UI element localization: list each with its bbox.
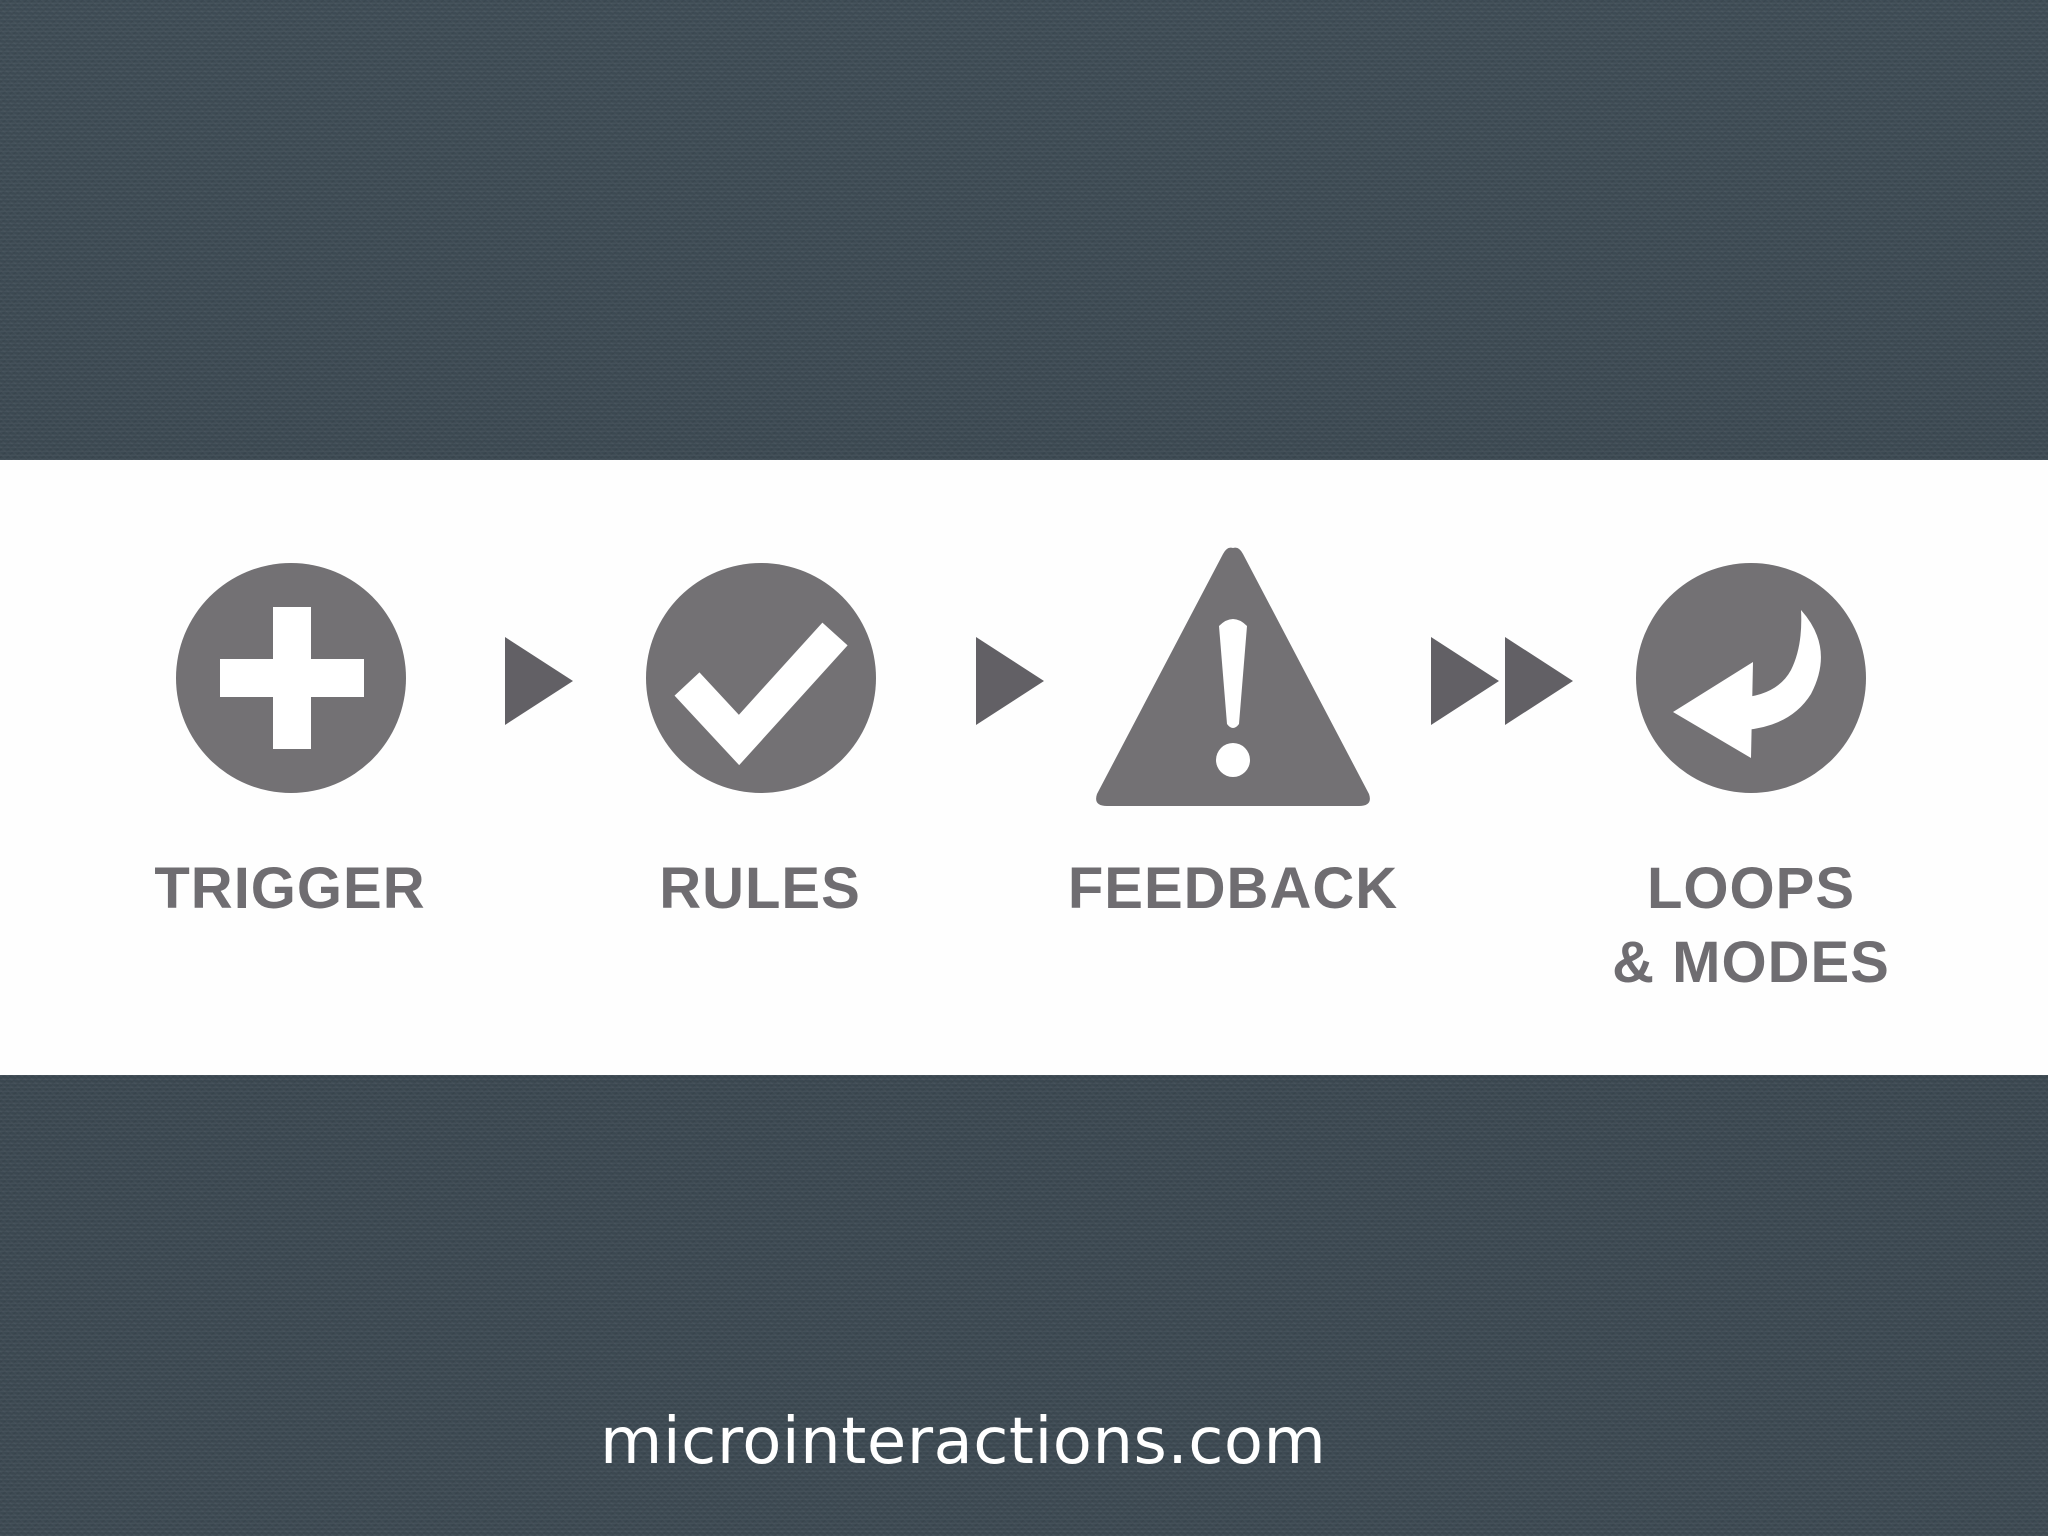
plus-circle-icon: [176, 563, 406, 793]
checkmark-circle-icon: [646, 563, 876, 793]
play-arrow-icon: [505, 637, 573, 725]
step-label-trigger: TRIGGER: [154, 856, 426, 921]
step-label-rules: RULES: [659, 856, 861, 921]
fast-forward-icon: [1431, 637, 1573, 725]
step-label-feedback: FEEDBACK: [1067, 856, 1399, 921]
footer-url: microinteractions.com: [600, 1405, 1327, 1479]
return-arrow-circle-icon: [1636, 563, 1866, 793]
warning-triangle-icon: [1096, 547, 1370, 806]
diagram-band: TRIGGER RULES FEEDBACK LOOPS & MODES: [0, 460, 2048, 1075]
play-arrow-icon: [976, 637, 1044, 725]
step-label-loops-modes: LOOPS & MODES: [1612, 856, 1890, 995]
